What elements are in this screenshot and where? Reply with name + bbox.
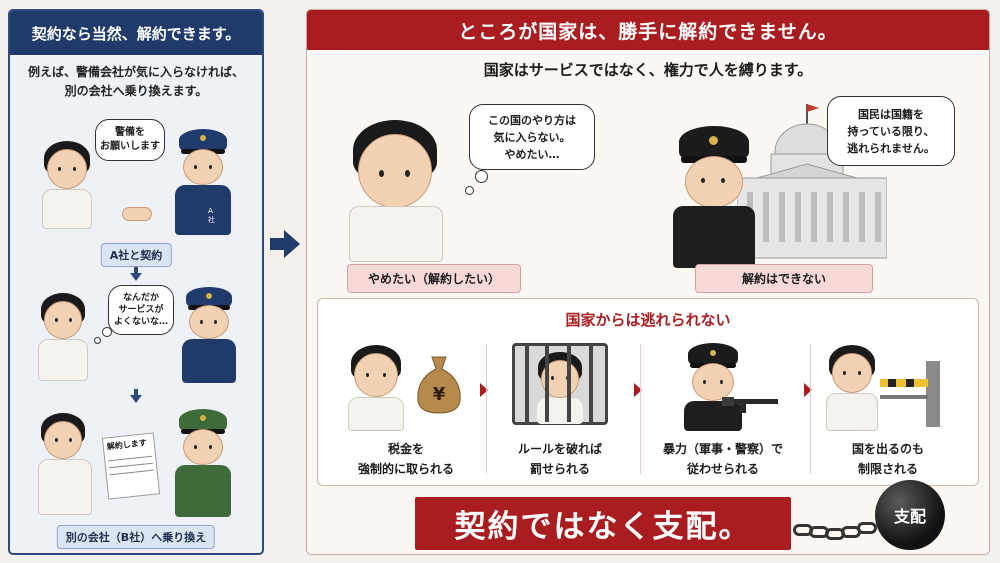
contract-chip: A社と契約 [100,243,172,267]
chevron-right-icon [804,383,812,397]
left-subtitle: 例えば、警備会社が気に入らなければ、 別の会社へ乗り換えます。 [10,63,262,101]
right-header: ところが国家は、勝手に解約できません。 [307,10,989,50]
money-bag-icon: ¥ [417,356,461,414]
step-caption-force: 暴力（軍事・警察）で 従わせられる [662,442,783,476]
down-arrow-icon [130,267,142,281]
scene-contract: A社 警備を お願いします A社と契約 [10,111,262,267]
scene-switch: 解約します 別の会社（B社）へ乗り換え [10,405,262,553]
state-label: 解約はできない [695,264,873,293]
cage-icon [512,343,608,425]
cannot-escape-title: 国家からは逃れられない [565,311,731,329]
speech-bubble-request: 警備を お願いします [95,119,165,161]
thought-bubble-complaint: なんだか サービスが よくないな… [108,285,174,335]
handshake [122,207,152,221]
ball-label: 支配 [893,507,926,526]
yen-symbol: ¥ [433,384,446,405]
cancellation-paper: 解約します [101,432,161,500]
ball-and-chain-icon: 支配 [875,480,945,550]
cancellation-paper-text: 解約します [106,438,148,452]
chain-link [857,522,877,534]
right-panel: ところが国家は、勝手に解約できません。 国家はサービスではなく、権力で人を縛りま… [306,9,990,555]
left-panel: 契約なら当然、解約できます。 例えば、警備会社が気に入らなければ、 別の会社へ乗… [8,9,264,555]
capitol-building-icon [737,104,887,259]
cannot-escape-box: 国家からは逃れられない ¥ 税金を 強制的に取られる ルールを破れば 罰せられる [317,298,979,486]
speech-bubble-state: 国民は国籍を 持っている限り、 逃れられません。 [827,96,955,166]
citizen-label: やめたい（解約したい） [347,264,521,293]
left-subtitle-line1: 例えば、警備会社が気に入らなければ、 [27,65,244,79]
scene-dissatisfied: なんだか サービスが よくないな… [10,283,262,393]
chevron-right-icon [480,383,488,397]
switch-chip: 別の会社（B社）へ乗り換え [56,525,216,549]
left-header: 契約なら当然、解約できます。 [10,11,262,55]
domination-banner: 契約ではなく支配。 [415,497,791,550]
left-subtitle-line2: 別の会社へ乗り換えます。 [64,84,208,98]
right-subtitle: 国家はサービスではなく、権力で人を縛ります。 [483,61,813,79]
rifle-icon [722,397,778,413]
chevron-right-icon [634,383,642,397]
down-arrow-icon [130,389,142,403]
step-caption-punish: ルールを破れば 罰せられる [517,442,602,476]
step-caption-exit: 国を出るのも 制限される [851,442,924,476]
thought-bubble-citizen: この国のやり方は 気に入らない。 やめたい… [469,104,595,170]
company-a-patch: A社 [208,207,215,224]
barrier-icon [880,361,940,427]
step-caption-tax: 税金を 強制的に取られる [357,442,454,476]
right-arrow-icon [270,230,300,258]
